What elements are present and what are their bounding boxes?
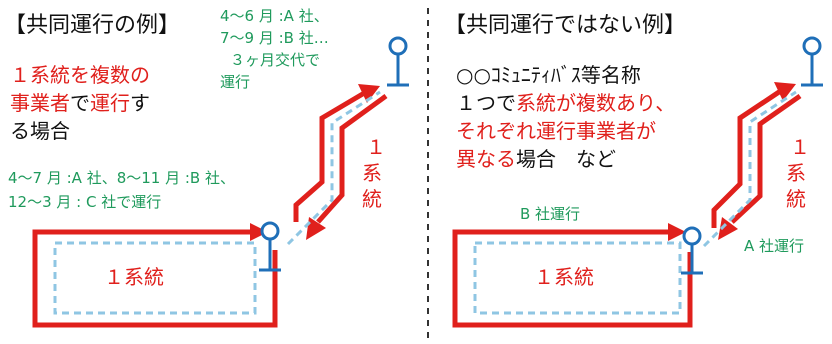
left-vertical-label-2: 系 (362, 161, 382, 185)
left-bottom-stop-icon (259, 221, 281, 272)
right-down-arrowhead (718, 217, 738, 240)
left-up-arrowhead (358, 84, 380, 103)
left-desc-su: す (130, 91, 150, 115)
right-line2-red: 系統が複数あり、 (516, 91, 676, 115)
right-loop-arrowhead (668, 223, 686, 241)
left-top-stop-icon (387, 36, 409, 87)
right-up-route (711, 87, 784, 228)
left-diagonal-dashed (286, 90, 381, 246)
right-line4: 異なる場合 など (456, 148, 616, 170)
left-up-route (293, 89, 368, 222)
right-line2: １つで系統が複数あり、 (456, 92, 675, 114)
right-line3: それぞれ運行事業者が (456, 119, 656, 143)
right-up-arrowhead (774, 82, 796, 101)
left-desc-line1-text: １系統を複数の (10, 63, 150, 87)
left-note-bottom-2: 12～3 月 : C 社で運行 (8, 193, 162, 211)
left-heading: 【共同運行の例】 (4, 13, 181, 38)
left-desc-unko: 運行 (90, 91, 130, 115)
right-heading: 【共同運行ではない例】 (444, 13, 687, 38)
right-down-route (730, 93, 802, 224)
left-desc-line2: 事業者で運行す (10, 92, 150, 114)
left-down-route (316, 93, 388, 224)
left-desc-de: で (70, 91, 90, 115)
right-line4-black: 場合 など (516, 147, 616, 171)
left-desc-jigyosha: 事業者 (10, 91, 70, 115)
left-vertical-label-1: １ (366, 135, 386, 159)
left-loop-arrowhead (250, 223, 268, 241)
right-loop-dashed (473, 241, 682, 315)
right-vertical-label-1: １ (790, 135, 810, 159)
left-down-arrowhead (306, 217, 326, 240)
right-a-label: A 社運行 (744, 237, 805, 255)
left-note-top-2: 7～9 月 :B 社… (220, 29, 329, 47)
left-desc-line3: る場合 (10, 119, 70, 143)
left-desc-line1: １系統を複数の (10, 64, 150, 86)
left-loop-route (32, 229, 278, 328)
left-vertical-label-3: 統 (362, 187, 382, 211)
right-b-label: B 社運行 (520, 205, 581, 223)
left-route-label: １系統 (104, 265, 164, 289)
right-bottom-stop-icon (681, 226, 703, 275)
right-line1: ○○ｺﾐｭﾆﾃｨﾊﾞｽ等名称 (456, 63, 641, 87)
right-route-label: １系統 (534, 265, 594, 289)
left-note-top-4: 運行 (220, 73, 251, 91)
right-top-stop-icon (801, 36, 823, 87)
right-vertical-label-3: 統 (786, 187, 806, 211)
left-note-top-3: ３ヶ月交代で (230, 51, 321, 69)
right-vertical-label-2: 系 (786, 161, 806, 185)
right-diagonal-dashed (702, 90, 797, 248)
left-loop-dashed (53, 241, 257, 315)
left-note-bottom-1: 4～7 月 :A 社、8～11 月 :B 社、 (8, 169, 235, 187)
left-note-top-1: 4～6 月 :A 社、 (220, 7, 329, 25)
right-line2-black: １つで (456, 91, 516, 115)
right-loop-route (452, 229, 693, 328)
right-line4-red: 異なる (456, 147, 516, 171)
